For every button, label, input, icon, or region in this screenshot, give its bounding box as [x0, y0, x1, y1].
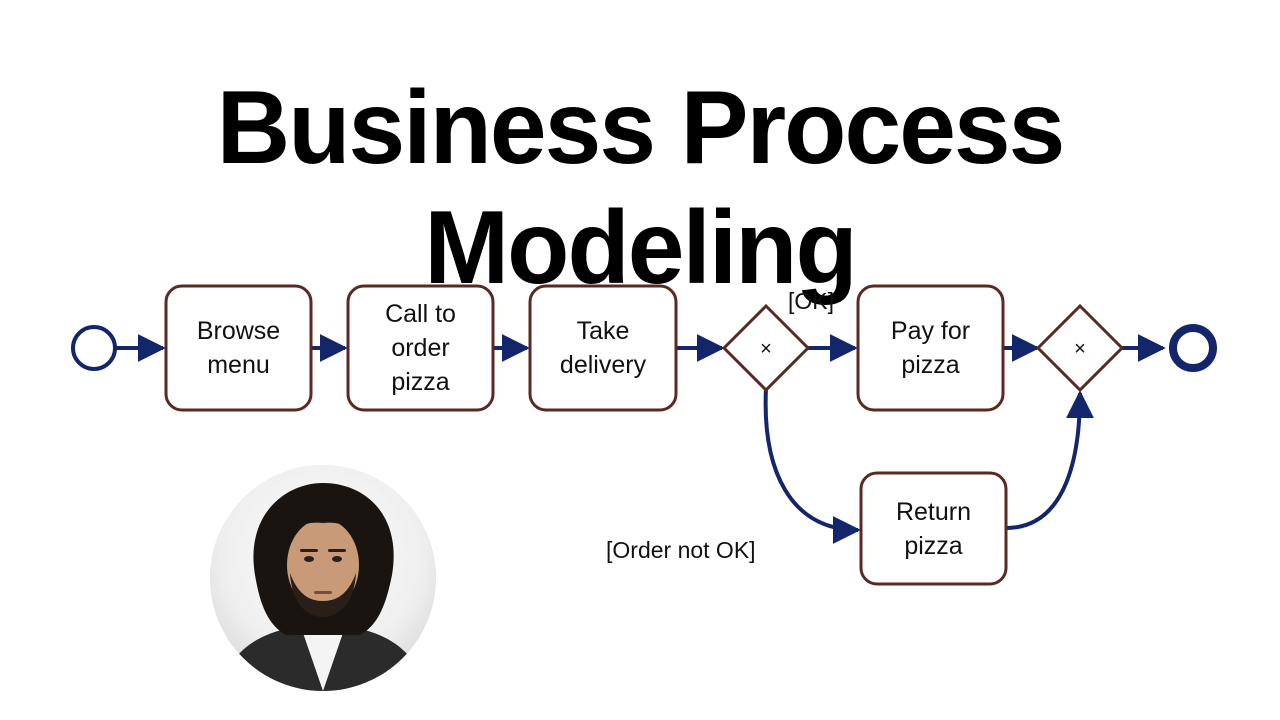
exclusive-split-gateway: ×: [721, 303, 811, 393]
task-call-to-order-pizza: Call to order pizza: [346, 284, 495, 412]
gateway-x-icon: ×: [1074, 338, 1086, 360]
person-portrait-icon: [210, 465, 436, 691]
task-return-pizza: Return pizza: [859, 471, 1008, 586]
task-label-line: pizza: [901, 351, 959, 379]
gateway-x-icon: ×: [760, 338, 772, 360]
flow-gateway-to-return: [763, 387, 861, 544]
task-label-line: pizza: [904, 532, 962, 560]
task-take-delivery: Take delivery: [528, 284, 678, 412]
task-label-line: delivery: [560, 351, 647, 379]
task-browse-menu: Browse menu: [164, 284, 313, 412]
task-label-line: Browse: [197, 317, 280, 345]
task-label-line: Call to: [385, 300, 456, 328]
task-label-line: Take: [577, 317, 630, 345]
start-event: [71, 325, 117, 371]
task-label-line: order: [391, 334, 449, 362]
page-title: Business Process Modeling: [216, 70, 1066, 306]
task-label-line: menu: [207, 351, 270, 379]
label-order-not-ok: [Order not OK]: [606, 537, 756, 563]
task-pay-for-pizza: Pay for pizza: [856, 284, 1005, 412]
label-ok: [OK]: [788, 288, 834, 314]
task-label-line: Return: [896, 498, 971, 526]
exclusive-merge-gateway: ×: [1035, 303, 1125, 393]
avatar: [210, 465, 436, 691]
task-label-line: Pay for: [891, 317, 970, 345]
task-label-line: pizza: [391, 368, 449, 396]
end-event: [1169, 324, 1217, 372]
flow-return-to-merge: [1005, 390, 1094, 530]
